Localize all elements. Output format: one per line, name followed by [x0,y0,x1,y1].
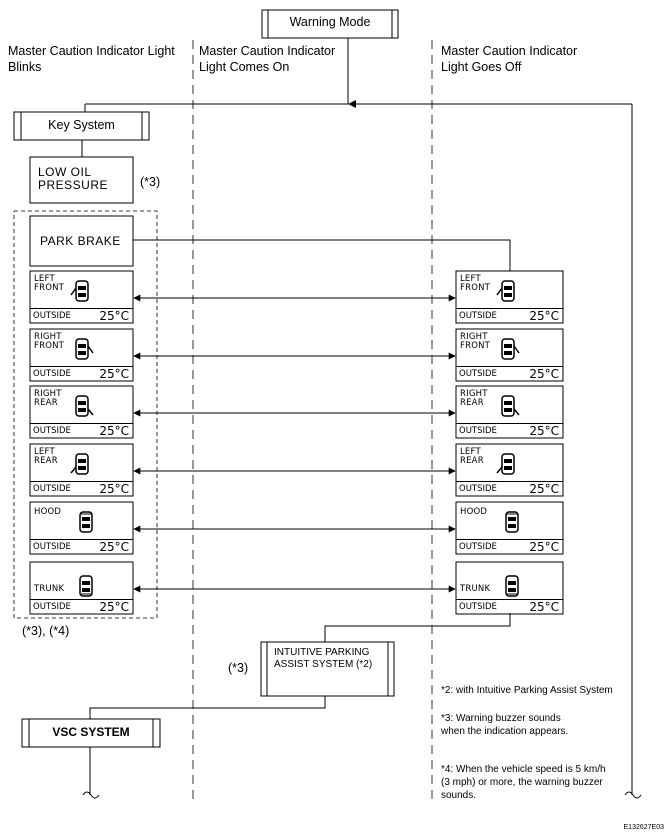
column-header-blinks: Master Caution Indicator Light Blinks [8,44,175,74]
car-icon-left-0 [70,280,89,302]
display-right-5: TRUNK OUTSIDE 25°C [456,562,563,614]
display-label: HOOD [460,507,488,517]
car-icon-right-3 [496,453,515,475]
display-footer: OUTSIDE 25°C [30,308,133,323]
outside-temperature: 25°C [99,482,129,496]
display-footer: OUTSIDE 25°C [456,423,563,438]
outside-label: OUTSIDE [33,542,71,552]
key-system-box [13,111,150,141]
display-footer: OUTSIDE 25°C [456,308,563,323]
outside-label: OUTSIDE [33,484,71,494]
outside-label: OUTSIDE [459,542,497,552]
outside-label: OUTSIDE [459,426,497,436]
intuitive-box [260,641,395,697]
car-icon-right-5 [505,575,519,597]
outside-temperature: 25°C [529,424,559,438]
car-icon-right-4 [505,511,519,533]
outside-temperature: 25°C [529,600,559,614]
display-label: TRUNK [34,584,65,594]
outside-label: OUTSIDE [33,369,71,379]
outside-label: OUTSIDE [459,484,497,494]
vsc-system-box [21,718,161,748]
display-label: TRUNK [460,584,491,594]
outside-label: OUTSIDE [33,602,71,612]
warning-mode-title: Warning Mode [289,15,371,29]
park-brake-connector [133,239,511,271]
note-3: *3: Warning buzzer sounds when the indic… [441,713,569,737]
park-brake-box [29,215,134,267]
outside-label: OUTSIDE [459,311,497,321]
display-label: HOOD [34,507,62,517]
note-4: *4: When the vehicle speed is 5 km/h (3 … [441,764,606,801]
warning-mode-box [261,9,399,39]
trunk-to-intuitive-connector [324,613,511,642]
display-right-4: HOOD OUTSIDE 25°C [456,502,563,554]
display-footer: OUTSIDE 25°C [30,366,133,381]
display-left-5: TRUNK OUTSIDE 25°C [30,562,133,614]
loop-arrow [348,100,356,108]
outside-temperature: 25°C [99,367,129,381]
display-footer: OUTSIDE 25°C [456,481,563,496]
outside-temperature: 25°C [99,600,129,614]
display-footer: OUTSIDE 25°C [456,599,563,614]
outside-label: OUTSIDE [33,426,71,436]
outside-temperature: 25°C [99,309,129,323]
outside-label: OUTSIDE [459,369,497,379]
tag-3-low-oil: (*3) [140,175,161,189]
intuitive-to-vsc-connector [89,696,326,719]
car-icon-right-2 [501,395,520,417]
outside-temperature: 25°C [529,367,559,381]
display-footer: OUTSIDE 25°C [30,481,133,496]
tag-3-intuitive: (*3) [228,661,249,675]
display-footer: OUTSIDE 25°C [456,539,563,554]
outside-label: OUTSIDE [459,602,497,612]
outside-temperature: 25°C [99,424,129,438]
car-icon-right-1 [501,338,520,360]
outside-label: OUTSIDE [33,311,71,321]
display-left-4: HOOD OUTSIDE 25°C [30,502,133,554]
vsc-system-label: VSC SYSTEM [52,725,130,739]
display-footer: OUTSIDE 25°C [456,366,563,381]
display-footer: OUTSIDE 25°C [30,599,133,614]
column-header-goes-off: Master Caution Indicator Light Goes Off [441,44,578,74]
display-footer: OUTSIDE 25°C [30,423,133,438]
car-icon-left-2 [75,395,94,417]
key-system-label: Key System [48,118,115,132]
outside-temperature: 25°C [99,540,129,554]
display-footer: OUTSIDE 25°C [30,539,133,554]
car-icon-left-4 [79,511,93,533]
car-icon-left-5 [79,575,93,597]
outside-temperature: 25°C [529,309,559,323]
column-header-comes-on: Master Caution Indicator Light Comes On [199,44,336,74]
note-2: *2: with Intuitive Parking Assist System [441,685,613,696]
figure-code: E132627E03 [623,824,664,831]
tag-3-4: (*3), (*4) [22,624,70,638]
park-brake-label: PARK BRAKE [40,234,121,248]
outside-temperature: 25°C [529,482,559,496]
outside-temperature: 25°C [529,540,559,554]
car-icon-left-1 [75,338,94,360]
car-icon-right-0 [496,280,515,302]
low-oil-box [29,156,134,204]
car-icon-left-3 [70,453,89,475]
